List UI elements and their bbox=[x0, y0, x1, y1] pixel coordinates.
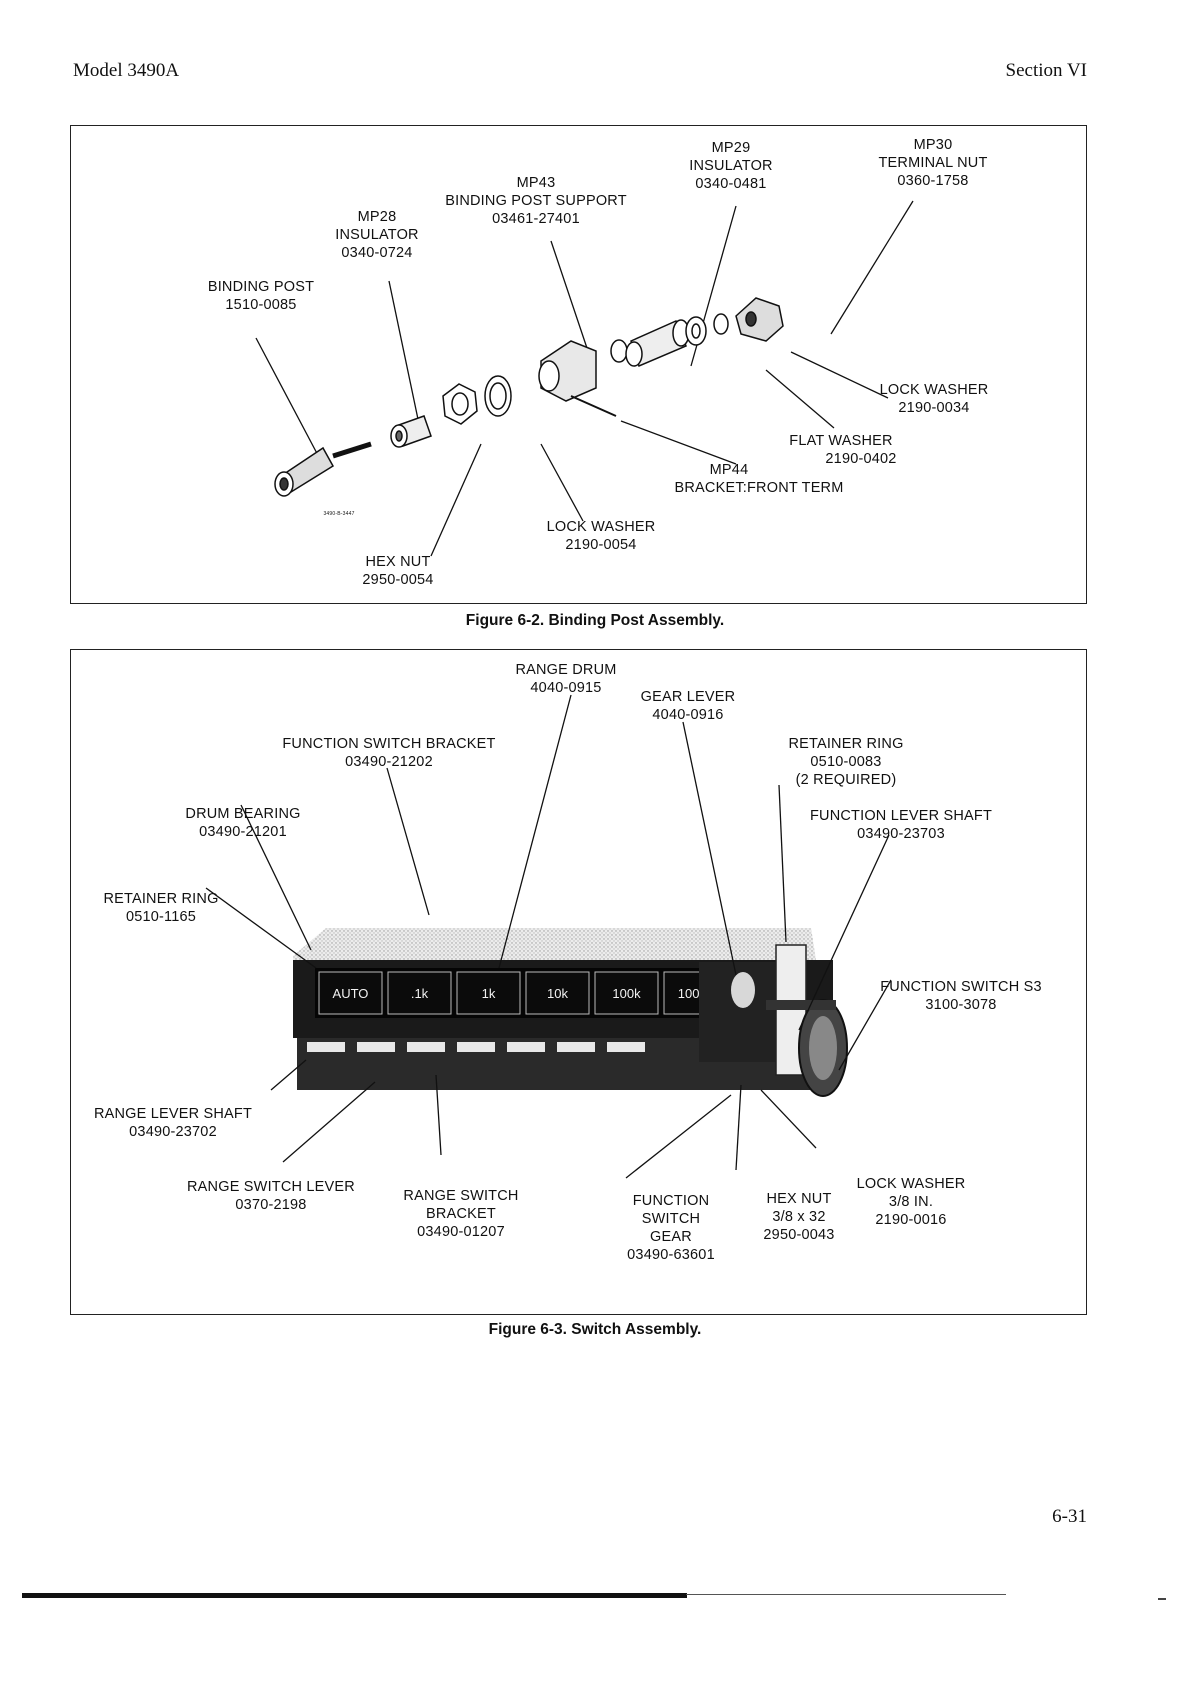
figure-6-3-caption: Figure 6-3. Switch Assembly. bbox=[488, 1321, 702, 1338]
range-button-label: .1k bbox=[411, 986, 429, 1001]
range-button-2 bbox=[387, 971, 452, 1015]
binding-post-support-part bbox=[538, 340, 617, 417]
bottom-rule bbox=[22, 1593, 687, 1598]
insulator-mp29-part bbox=[610, 319, 690, 368]
flat-washer-part bbox=[685, 316, 707, 346]
range-button-label: 100k bbox=[612, 986, 641, 1001]
lock-washer-part bbox=[484, 375, 512, 417]
switch-assembly-illustration: AUTO.1k1k10k100k1000k10,000k bbox=[205, 694, 892, 1179]
insulator-mp28-part bbox=[390, 415, 432, 448]
range-button-5 bbox=[594, 971, 659, 1015]
bracket-top-surface bbox=[293, 928, 816, 968]
range-button-label: AUTO bbox=[333, 986, 369, 1001]
figure-6-2-caption: Figure 6-2. Binding Post Assembly. bbox=[465, 612, 725, 629]
page-number: 6-31 bbox=[1052, 1506, 1087, 1527]
binding-post-part bbox=[274, 441, 372, 497]
figure-switch-assembly: AUTO.1k1k10k100k1000k10,000k bbox=[70, 649, 1087, 1315]
image-code: 3490-B-3447 bbox=[323, 511, 355, 517]
terminal-nut-part bbox=[735, 297, 784, 342]
binding-post-illustration bbox=[255, 200, 914, 557]
range-button-4 bbox=[525, 971, 590, 1015]
bottom-rule-thin bbox=[686, 1594, 1006, 1595]
header-section: Section VI bbox=[1005, 60, 1087, 81]
page-mark bbox=[1158, 1598, 1166, 1600]
range-button-label: 10k bbox=[547, 986, 568, 1001]
header-model: Model 3490A bbox=[73, 60, 180, 81]
range-button-3 bbox=[456, 971, 521, 1015]
range-button-1 bbox=[318, 971, 383, 1015]
range-button-label: 1k bbox=[482, 986, 496, 1001]
lock-washer-small-part bbox=[713, 313, 729, 335]
hex-nut-part bbox=[442, 383, 478, 425]
